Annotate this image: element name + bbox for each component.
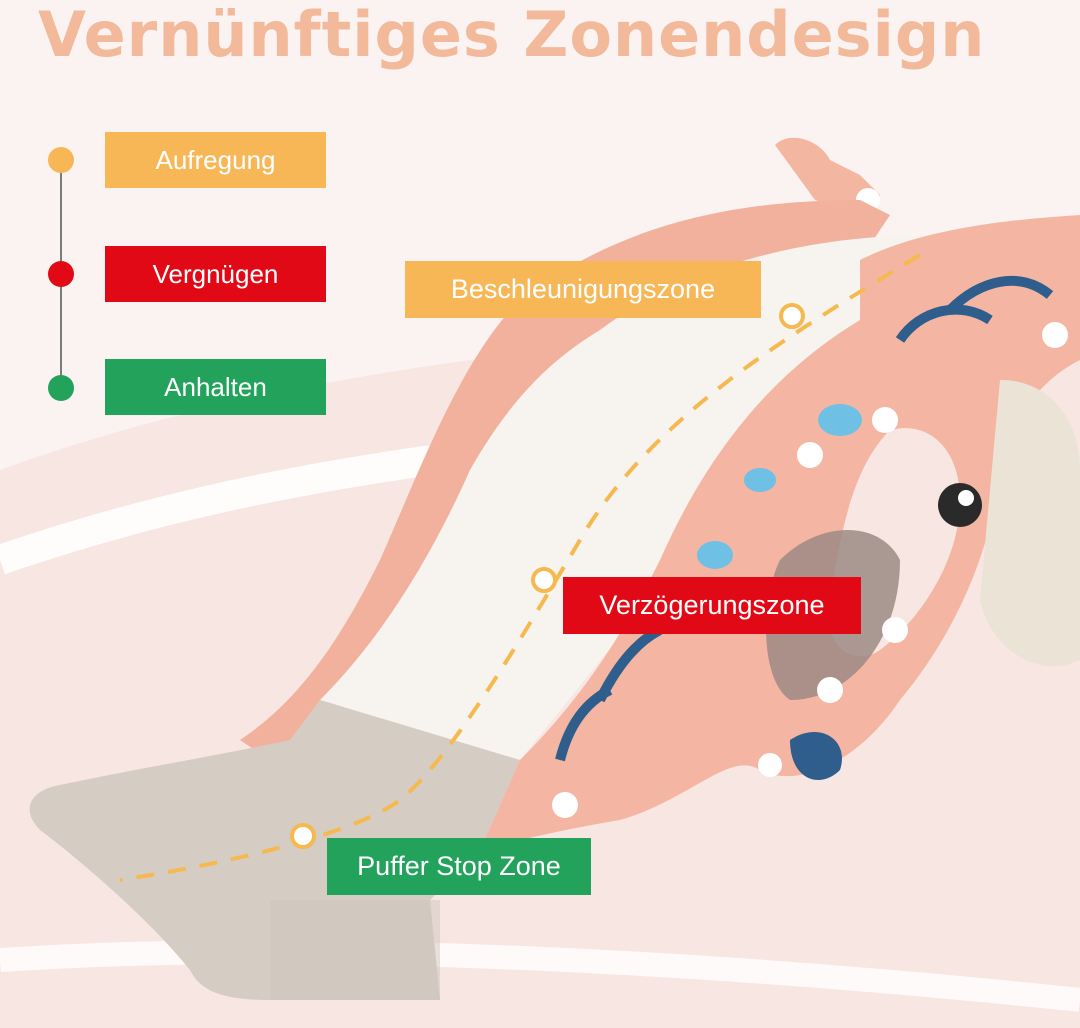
buffer-marker xyxy=(290,823,316,849)
zone-label-acceleration: Beschleunigungszone xyxy=(405,261,761,318)
legend-label-vergnuegen: Vergnügen xyxy=(105,246,326,302)
bolt-decor xyxy=(552,322,1068,818)
legend-dot-anhalten xyxy=(48,375,74,401)
legend-dot-aufregung xyxy=(48,147,74,173)
horse-tail xyxy=(790,731,842,780)
fish-decor xyxy=(697,404,862,569)
slide-handle xyxy=(775,137,880,215)
legend-label-anhalten: Anhalten xyxy=(105,359,326,415)
zone-label-deceleration: Verzögerungszone xyxy=(563,577,861,634)
page-title: Vernünftiges Zonendesign xyxy=(38,0,986,71)
horse-body xyxy=(480,215,1080,850)
zone-label-buffer: Puffer Stop Zone xyxy=(327,838,591,895)
horse-eye xyxy=(938,483,982,527)
legend-dot-vergnuegen xyxy=(48,261,74,287)
acceleration-marker xyxy=(779,303,805,329)
deceleration-marker xyxy=(531,567,557,593)
seat xyxy=(980,380,1080,667)
legend-label-aufregung: Aufregung xyxy=(105,132,326,188)
